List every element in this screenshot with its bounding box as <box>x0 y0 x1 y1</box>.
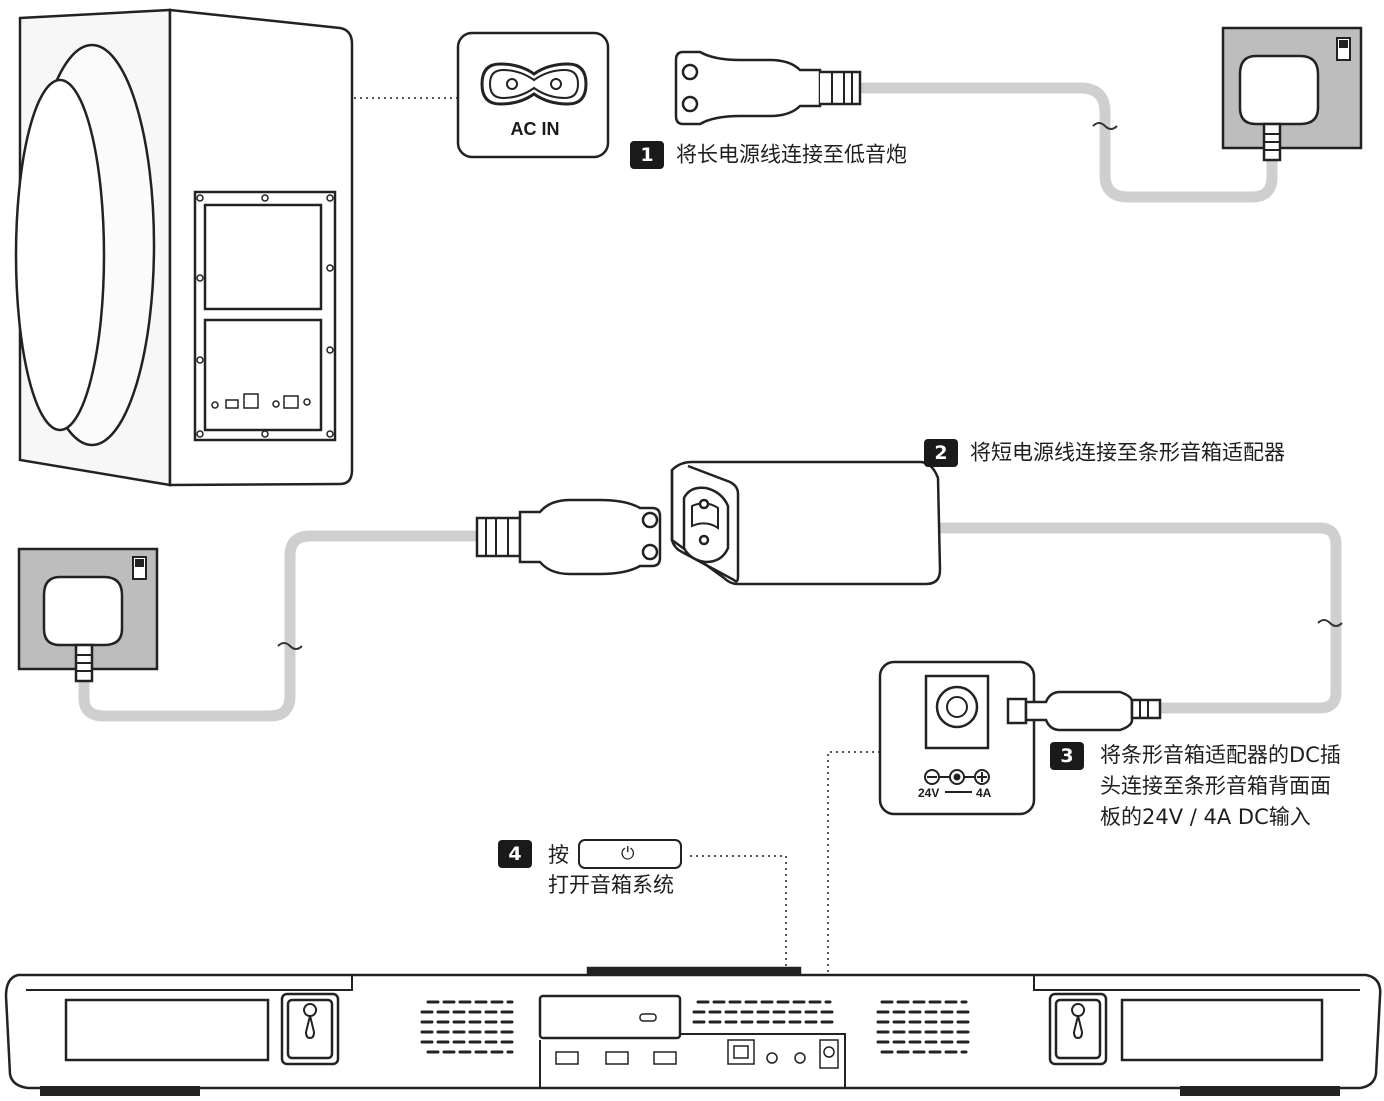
dc-plug-icon <box>1006 690 1162 732</box>
step-number-badge: 4 <box>498 840 532 868</box>
step-text: 打开音箱系统 <box>548 873 674 897</box>
power-button[interactable]: ⏻ <box>578 839 682 869</box>
leader-dc-in <box>827 751 880 1035</box>
dc-rating-right: 4A <box>976 786 992 800</box>
step-text-line: 将条形音箱适配器的DC插 <box>1100 743 1341 767</box>
step-4: 4 按 ⏻ 打开音箱系统 <box>498 839 698 902</box>
step-text-press: 按 <box>548 843 569 867</box>
leader-power <box>690 855 787 968</box>
power-adapter-icon <box>670 460 942 586</box>
step-number-badge: 1 <box>630 141 664 169</box>
step-text-line: 板的24V / 4A DC输入 <box>1100 805 1311 829</box>
dc-rating-left: 24V <box>918 786 940 800</box>
step-2: 2 将短电源线连接至条形音箱适配器 <box>924 437 1285 469</box>
step-text: 将短电源线连接至条形音箱适配器 <box>970 440 1285 465</box>
wall-outlet-icon <box>17 547 159 683</box>
ac-in-label: AC IN <box>510 119 560 139</box>
step-number-badge: 2 <box>924 439 958 467</box>
cable-subwoofer <box>854 82 1278 203</box>
step-text: 将长电源线连接至低音炮 <box>676 142 907 167</box>
step-number-badge: 3 <box>1050 742 1084 770</box>
soundbar <box>4 966 1382 1096</box>
cable-dc <box>934 522 1342 714</box>
power-cord-plug-icon <box>475 498 662 576</box>
step-text-line: 头连接至条形音箱背面面 <box>1100 774 1331 798</box>
power-cord-plug-icon <box>674 50 862 126</box>
wall-outlet-icon <box>1221 26 1363 162</box>
power-icon: ⏻ <box>621 844 635 864</box>
cable-adapter-input <box>78 530 484 722</box>
tilde-mark <box>1317 619 1343 627</box>
subwoofer <box>14 8 354 487</box>
dc-jack-icon <box>878 660 1036 816</box>
ac-inlet-icon <box>456 31 610 159</box>
tilde-mark <box>1092 122 1118 130</box>
step-1: 1 将长电源线连接至低音炮 <box>630 139 907 171</box>
tilde-mark <box>277 642 303 650</box>
